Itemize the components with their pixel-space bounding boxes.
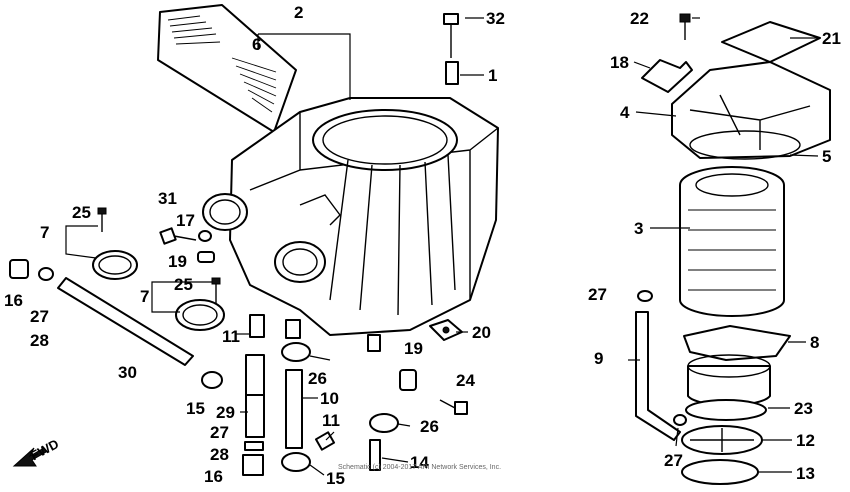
callout-29: 29 <box>216 403 235 422</box>
callout-28a: 28 <box>30 331 49 350</box>
part-air-cleaner-case <box>202 97 499 352</box>
part-plate-8 <box>683 325 791 361</box>
part-plate-20 <box>429 319 463 341</box>
callout-21: 21 <box>822 29 841 48</box>
callout-22: 22 <box>630 9 649 28</box>
callout-10: 10 <box>320 389 339 408</box>
part-bolt-24 <box>439 399 468 415</box>
callout-7a: 7 <box>40 223 50 242</box>
callout-32: 32 <box>486 9 505 28</box>
part-drain-tube-10 <box>281 342 336 472</box>
callout-18: 18 <box>610 53 629 72</box>
callout-20: 20 <box>472 323 491 342</box>
callout-27c: 27 <box>588 285 607 304</box>
copyright-watermark: Schematic (c) 2004-2017 ARI Network Serv… <box>338 464 502 471</box>
part-bolt-32 <box>443 13 459 85</box>
callout-14: 14 <box>410 453 429 472</box>
part-hose-9 <box>635 290 687 441</box>
callout-5: 5 <box>822 147 832 166</box>
callout-15b: 15 <box>326 469 345 488</box>
callout-26a: 26 <box>308 369 327 388</box>
callout-26b: 26 <box>420 417 439 436</box>
callout-16a: 16 <box>4 291 23 310</box>
part-cap-12 <box>681 425 763 485</box>
leader-lines <box>65 17 819 476</box>
part-screw-22 <box>641 13 693 93</box>
callout-9: 9 <box>594 349 604 368</box>
callout-23: 23 <box>794 399 813 418</box>
callout-27b: 27 <box>210 423 229 442</box>
callout-19a: 19 <box>168 252 187 271</box>
part-bolt-31 <box>159 227 215 263</box>
callout-2: 2 <box>294 3 304 22</box>
part-cover-plate <box>157 4 297 133</box>
callout-13: 13 <box>796 464 815 483</box>
callout-31: 31 <box>158 189 177 208</box>
callout-28b: 28 <box>210 445 229 464</box>
part-sheet-21 <box>721 21 821 63</box>
callout-25b: 25 <box>174 275 193 294</box>
callout-12: 12 <box>796 431 815 450</box>
callout-24: 24 <box>456 371 475 390</box>
callout-27d: 27 <box>664 451 683 470</box>
part-housing-23 <box>685 354 771 421</box>
part-cap-19 <box>369 369 417 471</box>
callout-15a: 15 <box>186 399 205 418</box>
part-clamp-7 <box>92 250 225 331</box>
callout-17: 17 <box>176 211 195 230</box>
callout-27a: 27 <box>30 307 49 326</box>
part-screw-25 <box>97 207 221 304</box>
callout-11b: 11 <box>322 411 340 430</box>
callout-19b: 19 <box>404 339 423 358</box>
part-cover-4 <box>671 61 831 160</box>
callout-1: 1 <box>488 66 498 85</box>
callout-25a: 25 <box>72 203 91 222</box>
callout-16b: 16 <box>204 467 223 486</box>
callout-8: 8 <box>810 333 820 352</box>
callout-30: 30 <box>118 363 137 382</box>
callout-7b: 7 <box>140 287 150 306</box>
part-filter-element-3 <box>679 166 785 317</box>
callout-11a: 11 <box>222 327 240 346</box>
callout-4: 4 <box>620 103 630 122</box>
fwd-arrow-icon <box>12 447 47 467</box>
callout-3: 3 <box>634 219 644 238</box>
part-drain-tube-29 <box>242 314 265 476</box>
callout-6: 6 <box>252 35 262 54</box>
part-hose-30 <box>9 259 223 389</box>
